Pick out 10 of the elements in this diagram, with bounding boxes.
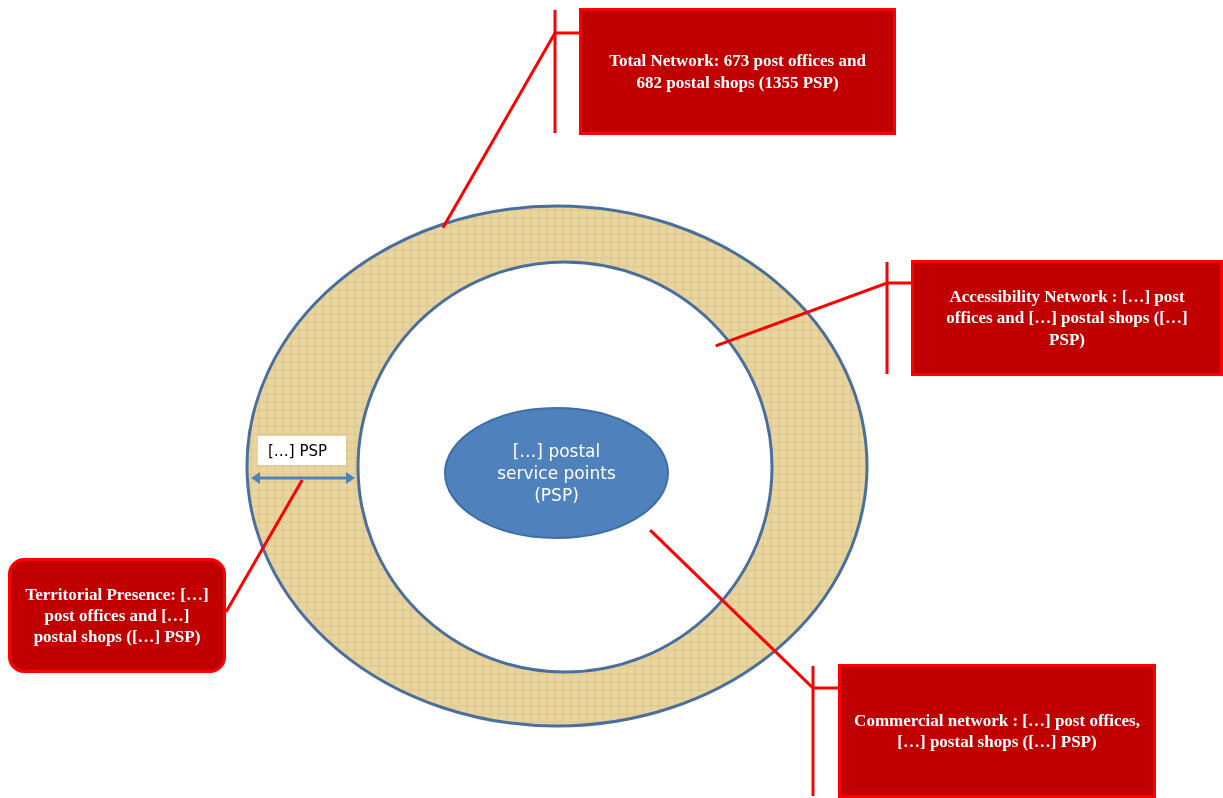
ellipse-text: […] postal service points (PSP) [496, 439, 617, 507]
callout-box: Territorial Presence: […] post offices and […] postal shops ([…] PSP) [8, 558, 226, 673]
leader-line [224, 479, 304, 613]
callout-box: Accessibility Network : […] post offices and […] postal shops ([…] PSP) [911, 260, 1223, 376]
callout-box: Commercial network : […] post offices, […] postal shops ([…] PSP) [838, 664, 1156, 798]
callout-box: Total Network: 673 post offices and 682 postal shops (1355 PSP) [579, 8, 896, 135]
leader-line [441, 31, 579, 229]
leader-line [649, 529, 838, 690]
leader-line [715, 281, 911, 348]
measure-label: […] PSP [258, 436, 346, 465]
